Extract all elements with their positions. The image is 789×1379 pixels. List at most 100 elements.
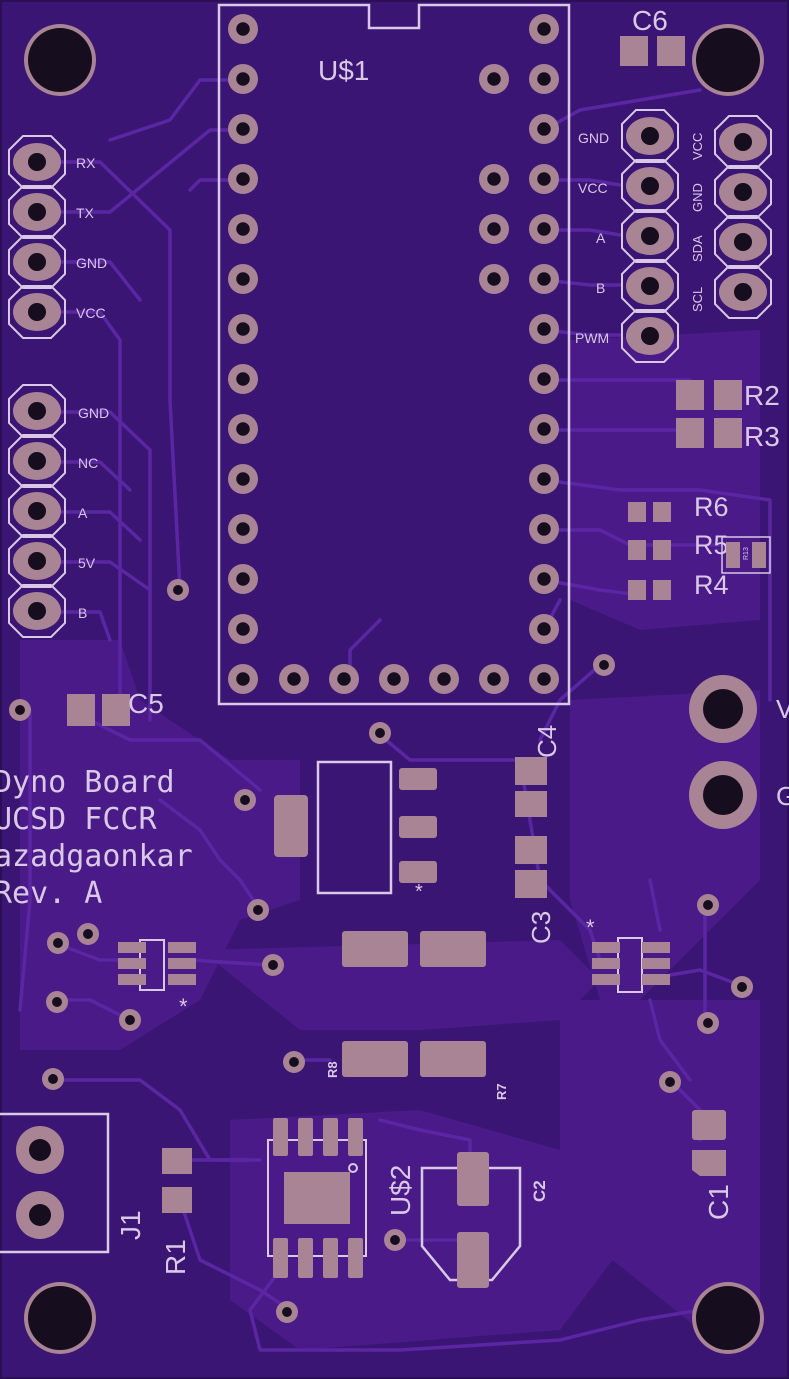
i2c-pin [714, 265, 772, 319]
sensor-label-a: A [78, 505, 88, 521]
u1-pad-right [529, 214, 559, 244]
c4-designator: C4 [532, 725, 562, 758]
mounting-hole-top-right [692, 24, 764, 96]
serial-pin [8, 135, 66, 189]
via [731, 976, 753, 998]
u1-pad-left [228, 314, 258, 344]
regulator: * [274, 760, 437, 903]
c5: C5 [67, 688, 164, 726]
via [42, 1068, 64, 1090]
sensor-pin [8, 434, 66, 488]
j1-designator: J1 [115, 1210, 146, 1240]
amp-right-pin1-marker: * [586, 915, 595, 940]
u1-pad-left [228, 214, 258, 244]
i2c-pin [714, 215, 772, 269]
u1-pad-left [228, 164, 258, 194]
vias [9, 579, 753, 1323]
u1-pad-left [228, 614, 258, 644]
via [697, 1012, 719, 1034]
sensor-header: GND NC A 5V B [8, 384, 109, 638]
encoder-label-vcc: VCC [578, 180, 608, 196]
u1-pad-bottom [479, 664, 509, 694]
via [47, 932, 69, 954]
encoder-pin [621, 209, 679, 263]
serial-pin [8, 285, 66, 339]
encoder-pin [621, 259, 679, 313]
amp-left: * [118, 939, 196, 1019]
u1-pad-bottom [279, 664, 309, 694]
r3-designator: R3 [744, 421, 780, 452]
power-terminal-v [689, 675, 757, 743]
u1-pad-right [529, 564, 559, 594]
u1-designator: U$1 [318, 55, 369, 86]
r1-designator: R1 [160, 1239, 191, 1275]
r4: R4 [628, 570, 729, 600]
c6-designator: C6 [632, 5, 668, 36]
i2c-label-scl: SCL [690, 287, 705, 312]
u1-pads [228, 14, 559, 694]
shunt-upper [342, 931, 486, 967]
u1-pad-right [529, 364, 559, 394]
mounting-hole-top-left [24, 24, 96, 96]
u1-pad-right [529, 64, 559, 94]
serial-label-gnd: GND [76, 255, 107, 271]
r2-designator: R2 [744, 380, 780, 411]
u1-pad-left [228, 464, 258, 494]
u1-pad-left [228, 114, 258, 144]
via [369, 722, 391, 744]
c4: C4 [515, 725, 562, 817]
encoder-pin [621, 109, 679, 163]
r8-designator: R8 [325, 1061, 340, 1078]
via [659, 1071, 681, 1093]
u1-pad-bottom [429, 664, 459, 694]
u1-pad-bottom [379, 664, 409, 694]
sensor-label-gnd: GND [78, 405, 109, 421]
r8: R8 [325, 1041, 408, 1078]
u1-pad-right [529, 664, 559, 694]
serial-header: RX TX GND VCC [8, 135, 107, 339]
u1-pad-right [529, 464, 559, 494]
c2: C2 [420, 1152, 549, 1288]
c6: C6 [620, 5, 685, 66]
u1-pad-right [529, 414, 559, 444]
serial-label-vcc: VCC [76, 305, 106, 321]
mounting-hole-bottom-right [692, 1282, 764, 1354]
sensor-label-5v: 5V [78, 555, 96, 571]
power-terminals: V G [689, 675, 789, 829]
u1-pad-right [529, 614, 559, 644]
u1-pad-inner [479, 264, 509, 294]
u2-designator: U$2 [385, 1165, 416, 1216]
copper-pour [20, 330, 760, 1350]
u1-pad-left [228, 514, 258, 544]
via [119, 1009, 141, 1031]
sensor-pin [8, 484, 66, 538]
u1-pad-left [228, 264, 258, 294]
u1-pad-right [529, 514, 559, 544]
i2c-pin [714, 165, 772, 219]
via [167, 579, 189, 601]
sensor-label-b: B [78, 605, 87, 621]
c1: C1 [692, 1110, 734, 1220]
u1-pad-left [228, 14, 258, 44]
c2-designator: C2 [530, 1180, 549, 1202]
u1-pad-inner [479, 64, 509, 94]
r6: R6 [628, 492, 729, 522]
i2c-label-sda: SDA [690, 235, 705, 262]
via [247, 899, 269, 921]
r3: R3 [676, 418, 780, 452]
encoder-label-b: B [596, 280, 605, 296]
r1: R1 [160, 1148, 192, 1275]
serial-pin [8, 235, 66, 289]
amp-right: * [586, 915, 670, 993]
i2c-pin [714, 115, 772, 169]
via [283, 1051, 305, 1073]
c3-designator: C3 [526, 911, 556, 944]
regulator-pin1-marker: * [415, 881, 423, 903]
i2c-header: VCC GND SDA SCL [690, 115, 772, 319]
r4-designator: R4 [694, 570, 729, 600]
u1-pad-right [529, 164, 559, 194]
u1-pad-left [228, 664, 258, 694]
j1: J1 [0, 1112, 146, 1254]
i2c-label-gnd: GND [690, 183, 705, 212]
